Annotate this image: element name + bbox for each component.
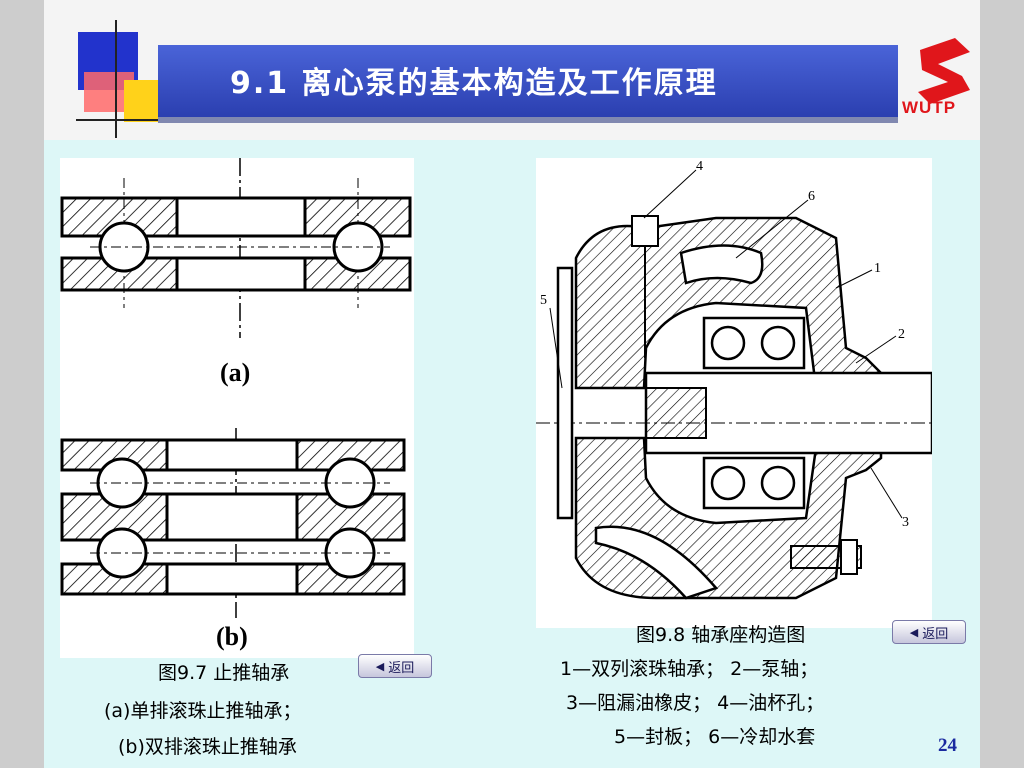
callout-6: 6 — [808, 189, 815, 204]
caption-fig-9-7-title: 图9.7 止推轴承 — [158, 662, 290, 684]
callout-3: 3 — [902, 515, 909, 530]
caption-fig-9-7-line2: (b)双排滚珠止推轴承 — [118, 736, 297, 758]
caption-fig-9-7-line1: (a)单排滚珠止推轴承； — [104, 700, 302, 722]
back-button-left[interactable]: ◀ 返回 — [358, 654, 432, 678]
caption-fig-9-8-line1: 1—双列滚珠轴承； 2—泵轴； — [560, 658, 819, 680]
page-number: 24 — [938, 735, 957, 756]
figure-bearing-housing: 4 6 1 2 3 5 — [536, 158, 934, 628]
page-title: 9.1 离心泵的基本构造及工作原理 — [230, 66, 718, 101]
thrust-bearing-drawing — [60, 158, 412, 618]
caption-fig-9-8-title: 图9.8 轴承座构造图 — [636, 624, 806, 646]
callout-1: 1 — [874, 261, 881, 276]
logo-text: WUTP — [902, 98, 957, 117]
right-margin — [980, 0, 1024, 768]
back-button-label: 返回 — [922, 626, 949, 642]
callout-4: 4 — [696, 159, 703, 174]
decorative-squares-icon — [76, 20, 166, 138]
left-margin — [0, 0, 44, 768]
figure-thrust-bearing: (a) (b) — [60, 158, 414, 658]
callout-5: 5 — [540, 293, 547, 308]
caption-fig-9-8-line3: 5—封板； 6—冷却水套 — [614, 726, 816, 748]
caption-fig-9-8-line2: 3—阻漏油橡皮； 4—油杯孔； — [566, 692, 825, 714]
figure-label-a: (a) — [220, 358, 251, 387]
title-bar — [158, 45, 898, 117]
left-triangle-icon: ◀ — [375, 659, 385, 673]
back-button-right[interactable]: ◀ 返回 — [892, 620, 966, 644]
back-button-label: 返回 — [388, 660, 415, 676]
callout-2: 2 — [898, 327, 905, 342]
bearing-housing-drawing: 4 6 1 2 3 5 — [536, 159, 934, 600]
left-triangle-icon: ◀ — [909, 625, 919, 639]
figure-label-b: (b) — [216, 622, 248, 651]
title-bar-shadow — [158, 117, 898, 123]
wutp-logo-icon — [918, 38, 970, 104]
